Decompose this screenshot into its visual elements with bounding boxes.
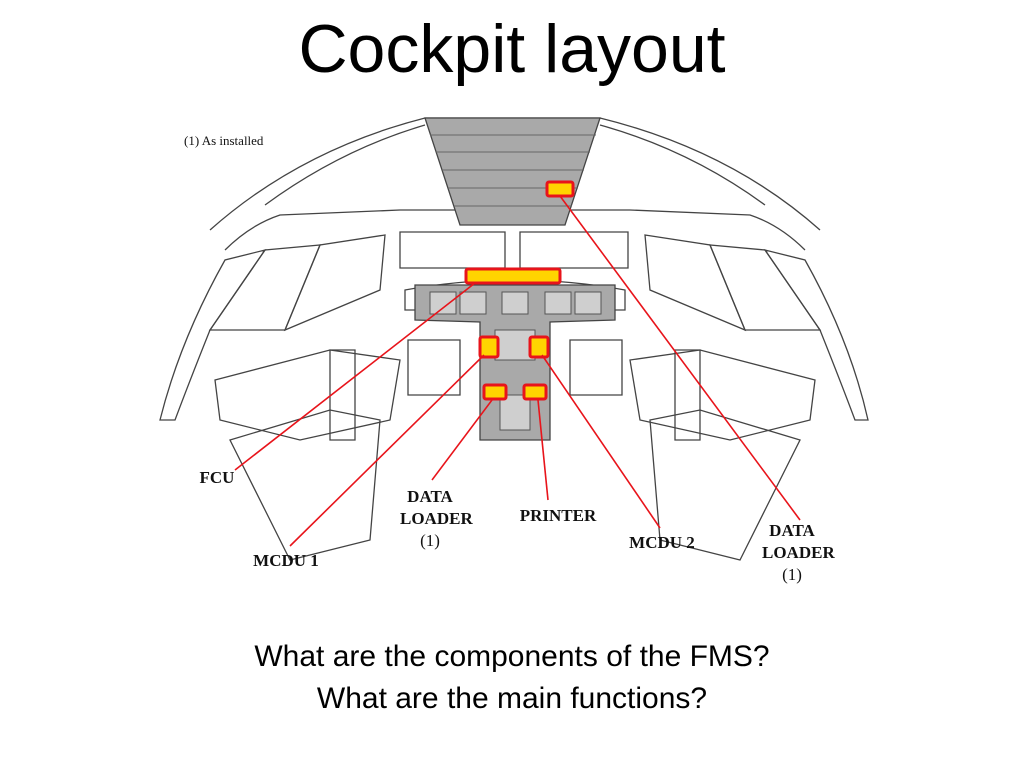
leader-data-loader-right (559, 195, 801, 521)
leader-printer (537, 399, 549, 501)
instrument-panel (414, 284, 616, 441)
leader-lines (234, 195, 801, 547)
label-data-loader-left-note: (1) (420, 531, 440, 550)
leader-mcdu-2 (541, 354, 661, 529)
label-data-loader-right: DATA LOADER (1) (740, 520, 844, 586)
highlight-mcdu-2 (528, 335, 550, 359)
highlight-pedestal-data-loader (482, 383, 508, 401)
highlight-printer (522, 383, 548, 401)
installed-note: (1) As installed (184, 133, 264, 148)
label-data-loader-left: DATA LOADER (1) (380, 486, 480, 552)
highlight-mcdu-1 (478, 335, 500, 359)
question-1: What are the components of the FMS? (254, 640, 770, 673)
slide-questions: What are the components of the FMS? What… (0, 636, 1024, 720)
overhead-panel (424, 117, 601, 226)
label-printer: PRINTER (519, 506, 597, 525)
label-mcdu-1: MCDU 1 (253, 551, 319, 570)
question-2: What are the main functions? (316, 682, 708, 715)
highlight-overhead-data-loader (545, 180, 575, 198)
leader-mcdu-1 (289, 354, 485, 547)
label-fcu: FCU (199, 468, 235, 487)
label-data-loader-right-text: DATA LOADER (762, 521, 835, 562)
label-data-loader-left-text: DATA LOADER (400, 487, 473, 528)
leader-data-loader-left (431, 399, 493, 481)
leader-fcu (234, 282, 476, 471)
highlight-fcu (464, 267, 562, 285)
label-mcdu-2: MCDU 2 (629, 533, 695, 552)
cockpit-diagram (159, 117, 869, 561)
label-data-loader-right-note: (1) (782, 565, 802, 584)
slide-title: Cockpit layout (298, 11, 726, 87)
highlighted-components (464, 180, 575, 401)
